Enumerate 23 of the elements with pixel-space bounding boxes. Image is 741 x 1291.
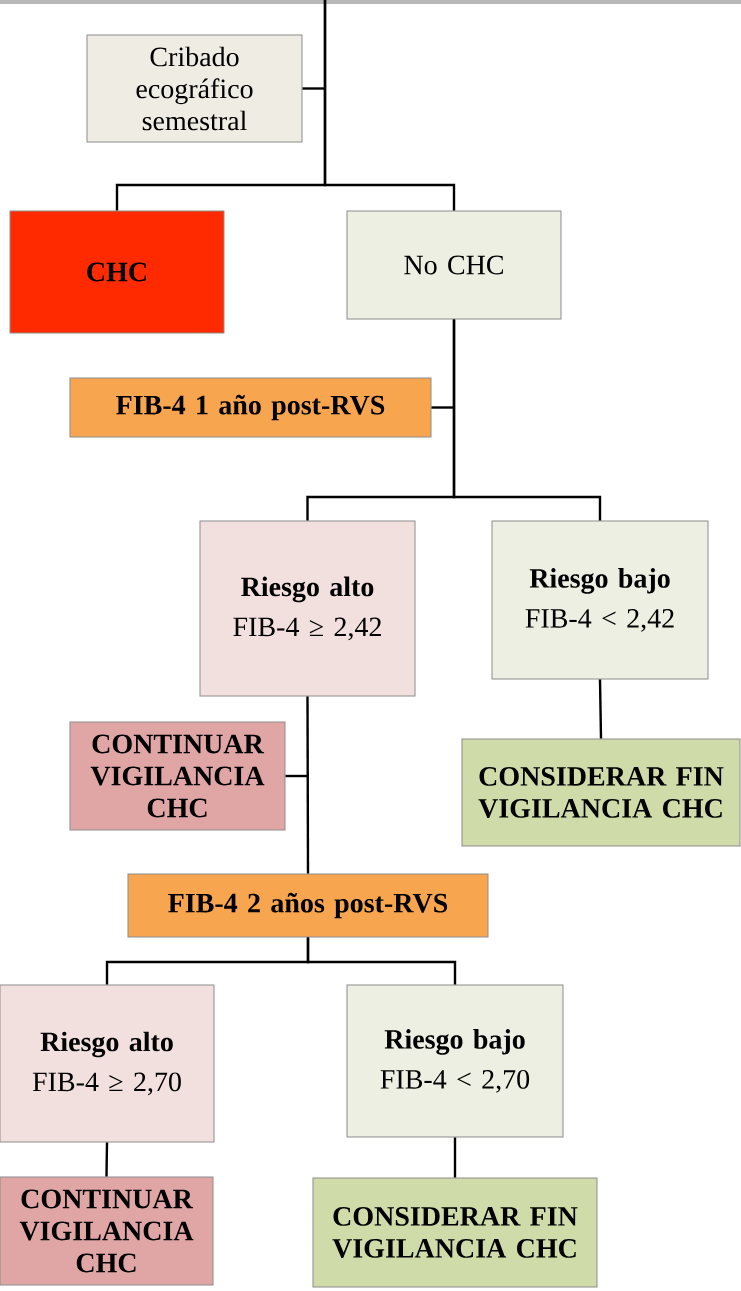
connector-line — [285, 774, 308, 778]
result-box: CHC — [9, 210, 225, 334]
risk-box: Riesgo alto FIB-4 ≥ 2,70 — [0, 984, 215, 1143]
action-box: CONTINUAR VIGILANCIA CHC — [0, 1176, 214, 1286]
connector-line — [323, 0, 456, 211]
connector-line — [306, 696, 310, 874]
action-box: CONSIDERAR FIN VIGILANCIA CHC — [312, 1177, 598, 1288]
connector-line — [598, 679, 603, 739]
connector-line — [302, 87, 325, 90]
result-box: No CHC — [346, 210, 562, 320]
connector-line — [452, 319, 602, 521]
connector-line — [105, 1142, 109, 1177]
risk-box: Riesgo bajo FIB-4 < 2,70 — [346, 984, 564, 1138]
connector-line — [431, 406, 454, 409]
process-box: Cribado ecográfico semestral — [86, 34, 303, 143]
connector-line — [453, 1137, 457, 1178]
risk-box: Riesgo alto FIB-4 ≥ 2,42 — [199, 520, 416, 697]
test-box: FIB-4 2 años post-RVS — [127, 873, 489, 938]
risk-box: Riesgo bajo FIB-4 < 2,42 — [491, 520, 709, 680]
connector-line — [306, 937, 457, 985]
action-box: CONSIDERAR FIN VIGILANCIA CHC — [461, 738, 741, 847]
test-box: FIB-4 1 año post-RVS — [69, 377, 432, 438]
action-box: CONTINUAR VIGILANCIA CHC — [69, 721, 286, 831]
